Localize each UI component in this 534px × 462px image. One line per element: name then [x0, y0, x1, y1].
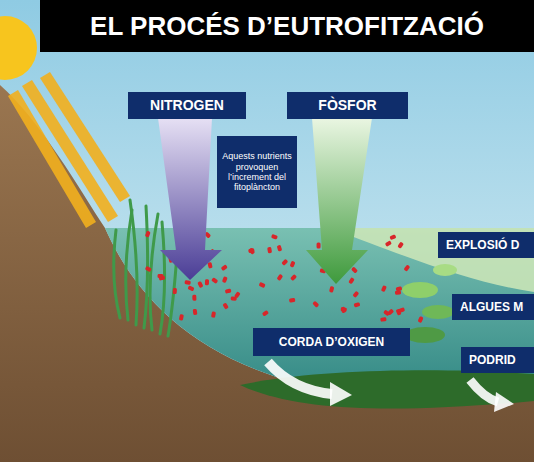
phytoplankton-particle — [418, 316, 424, 323]
label-box: FÒSFOR — [287, 92, 408, 119]
phosphorus-arrow — [306, 118, 372, 284]
phytoplankton-particle — [211, 277, 218, 284]
phytoplankton-particle — [231, 296, 237, 301]
phytoplankton-particle — [348, 277, 355, 284]
phytoplankton-particle — [403, 264, 410, 271]
box-label: CORDA D’OXIGEN — [279, 335, 385, 349]
algae-surface-layer — [330, 228, 534, 292]
box-label: EXPLOSIÓ D — [446, 238, 519, 252]
phytoplankton-particle — [383, 310, 390, 317]
phytoplankton-particle — [380, 317, 386, 322]
phytoplankton-particle — [351, 267, 358, 274]
phytoplankton-particle — [205, 279, 209, 285]
label-box: NITROGEN — [128, 92, 246, 119]
phytoplankton-particle — [192, 295, 196, 301]
box-label: ALGUES M — [460, 300, 523, 314]
label-box: PODRID — [461, 347, 534, 373]
phytoplankton-particle — [290, 261, 296, 268]
phytoplankton-particle — [277, 274, 284, 281]
phytoplankton-particle — [157, 274, 163, 278]
phytoplankton-particle — [329, 286, 334, 293]
phytoplankton-particle — [267, 247, 272, 254]
sun — [0, 16, 37, 80]
land — [0, 85, 534, 462]
phytoplankton-particle — [222, 276, 228, 283]
phytoplankton-particle — [290, 274, 297, 281]
phytoplankton-particle — [184, 280, 191, 285]
phytoplankton-particle — [389, 234, 396, 240]
callout-box: Aquests nutrients provoquen l’increment … — [217, 136, 297, 208]
phytoplankton-particle — [281, 259, 288, 266]
phytoplankton-particle — [248, 248, 255, 255]
phytoplankton-particle — [262, 310, 269, 317]
box-label: PODRID — [469, 353, 516, 367]
phytoplankton-particle — [145, 231, 151, 238]
title-band — [40, 0, 534, 52]
phytoplankton-particle — [197, 281, 203, 288]
phytoplankton-particle — [145, 266, 152, 272]
box-label: Aquests nutrients provoquen l’increment … — [221, 151, 293, 192]
phytoplankton-particle — [340, 306, 346, 313]
label-box: ALGUES M — [452, 294, 534, 320]
box-label: FÒSFOR — [318, 97, 376, 114]
phytoplankton-particle — [225, 288, 232, 293]
phytoplankton-particle — [381, 285, 387, 292]
phytoplankton-particle — [193, 309, 198, 315]
phytoplankton-particle — [271, 234, 278, 240]
phytoplankton-particle — [385, 240, 392, 247]
label-box: EXPLOSIÓ D — [438, 232, 534, 258]
phytoplankton-particle — [317, 243, 321, 249]
phytoplankton-particle — [173, 288, 177, 294]
phytoplankton-particle — [221, 264, 228, 271]
phytoplankton-particle — [259, 282, 266, 288]
phytoplankton-particle — [352, 291, 359, 298]
label-box: CORDA D’OXIGEN — [253, 328, 410, 356]
phytoplankton-particle — [187, 285, 194, 291]
algae-blobs — [402, 264, 457, 343]
phytoplankton-particle — [398, 307, 405, 313]
phytoplankton-particle — [289, 298, 296, 303]
box-label: NITROGEN — [150, 97, 224, 114]
phytoplankton-particle — [312, 301, 319, 308]
phytoplankton-particle — [397, 242, 404, 249]
seagrass — [114, 200, 178, 336]
phytoplankton-particle — [354, 302, 361, 307]
sun-rays — [8, 72, 130, 228]
phytoplankton-particle — [395, 290, 401, 295]
phytoplankton-particle — [179, 314, 184, 321]
phytoplankton-particle — [222, 302, 228, 309]
diagram-title: EL PROCÉS D’EUTROFITZACIÓ — [40, 0, 534, 52]
phytoplankton-particle — [277, 245, 283, 252]
phytoplankton-particle — [211, 311, 216, 318]
nitrogen-arrow — [158, 118, 222, 280]
